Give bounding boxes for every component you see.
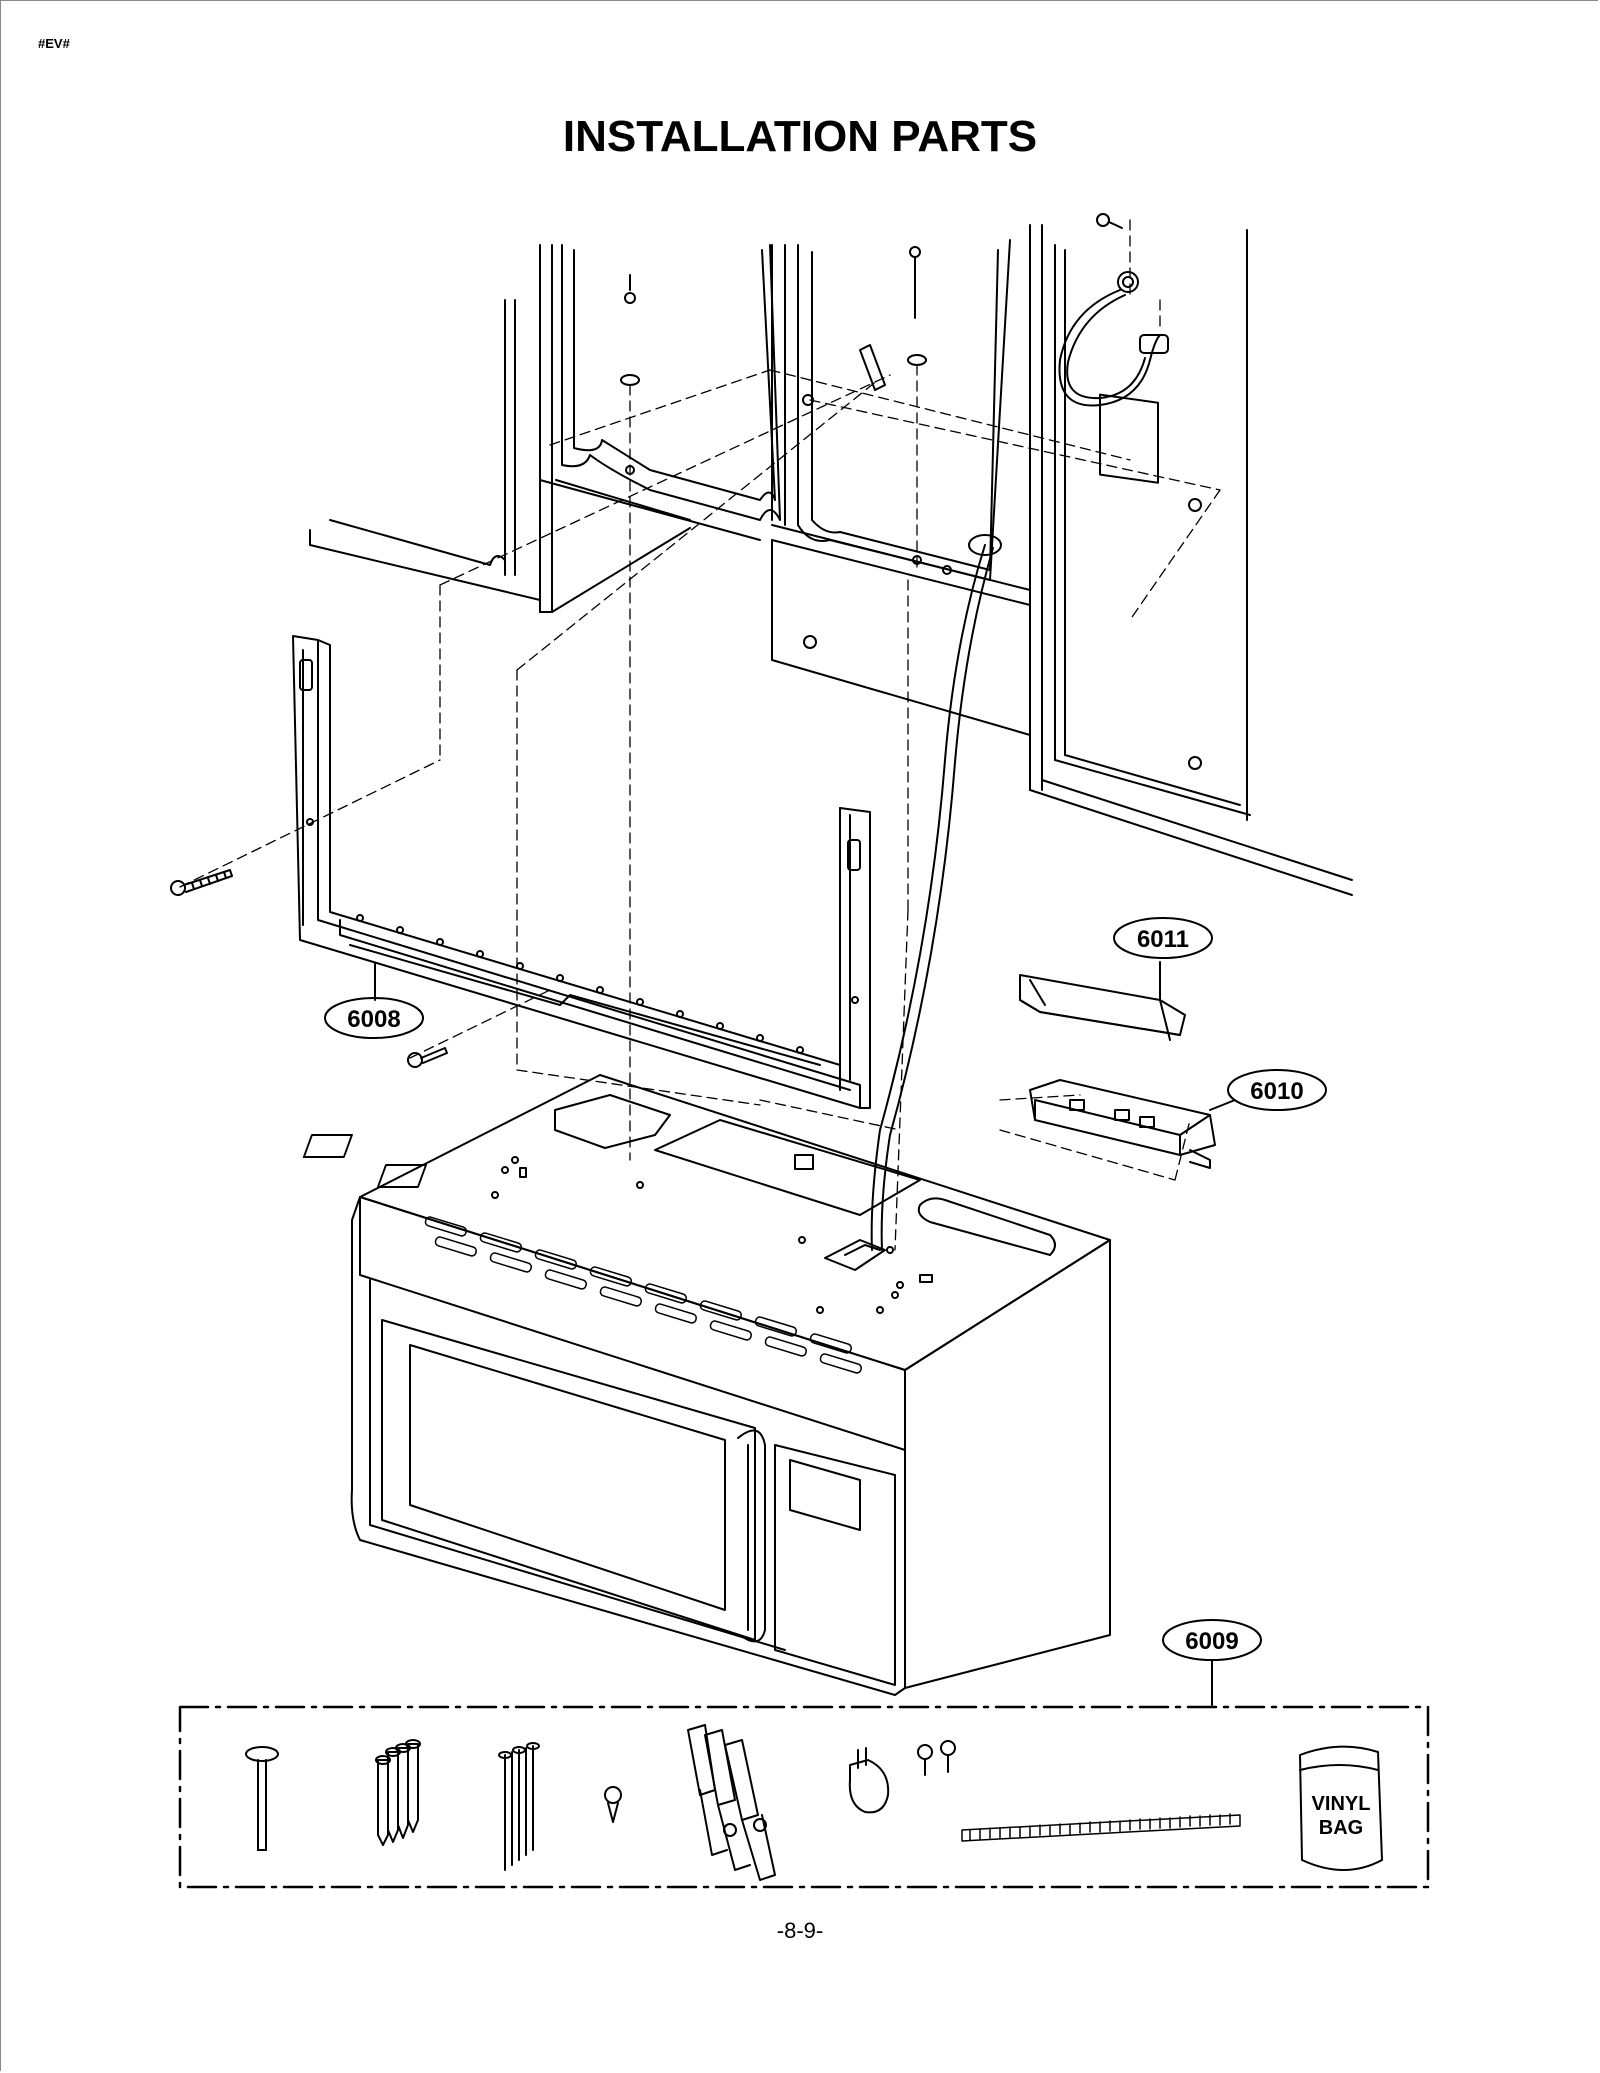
wood-screw-icon [170, 869, 233, 896]
edge-protector-strip-icon [961, 1813, 1241, 1842]
page-number: -8-9- [776, 1918, 824, 1943]
mounting-plate-part-6008 [292, 635, 871, 1109]
vinyl-bag-label-line1: VINYL [1312, 1793, 1371, 1815]
callout-label-6008: 6008 [347, 1006, 400, 1033]
power-cord [870, 544, 986, 1251]
small-screw-icon [604, 1786, 622, 1823]
vinyl-bag-icon [1299, 1745, 1383, 1871]
cover-part-6011 [1019, 961, 1186, 1041]
hardware-kit-box [178, 1705, 1430, 1889]
callout-label-6011: 6011 [1137, 926, 1189, 953]
callout-6010 [1227, 1069, 1327, 1111]
callout-label-6009: 6009 [1185, 1628, 1238, 1655]
page-title: INSTALLATION PARTS [562, 112, 1038, 161]
clamp-screws-icon [917, 1740, 956, 1776]
callout-6011 [1113, 917, 1213, 959]
toggle-wings-icon [687, 1724, 776, 1881]
callout-6008 [324, 997, 424, 1039]
callout-label-6010: 6010 [1250, 1078, 1303, 1105]
toggle-bolt-icon [245, 1746, 279, 1851]
document-id: #EV# [38, 36, 70, 51]
microwave-oven [302, 1074, 1111, 1696]
cord-clamp-icon [848, 1747, 890, 1814]
callout-6009 [1162, 1619, 1262, 1706]
dashed-guide-lines [179, 219, 1221, 1251]
upper-cabinets [309, 213, 1353, 896]
wood-screws-icon [375, 1739, 421, 1846]
damper-box-part-6010 [1029, 1079, 1236, 1169]
long-bolts-icon [498, 1742, 540, 1871]
screw-icon [407, 1047, 448, 1068]
vinyl-bag-label-line2: BAG [1319, 1817, 1363, 1839]
